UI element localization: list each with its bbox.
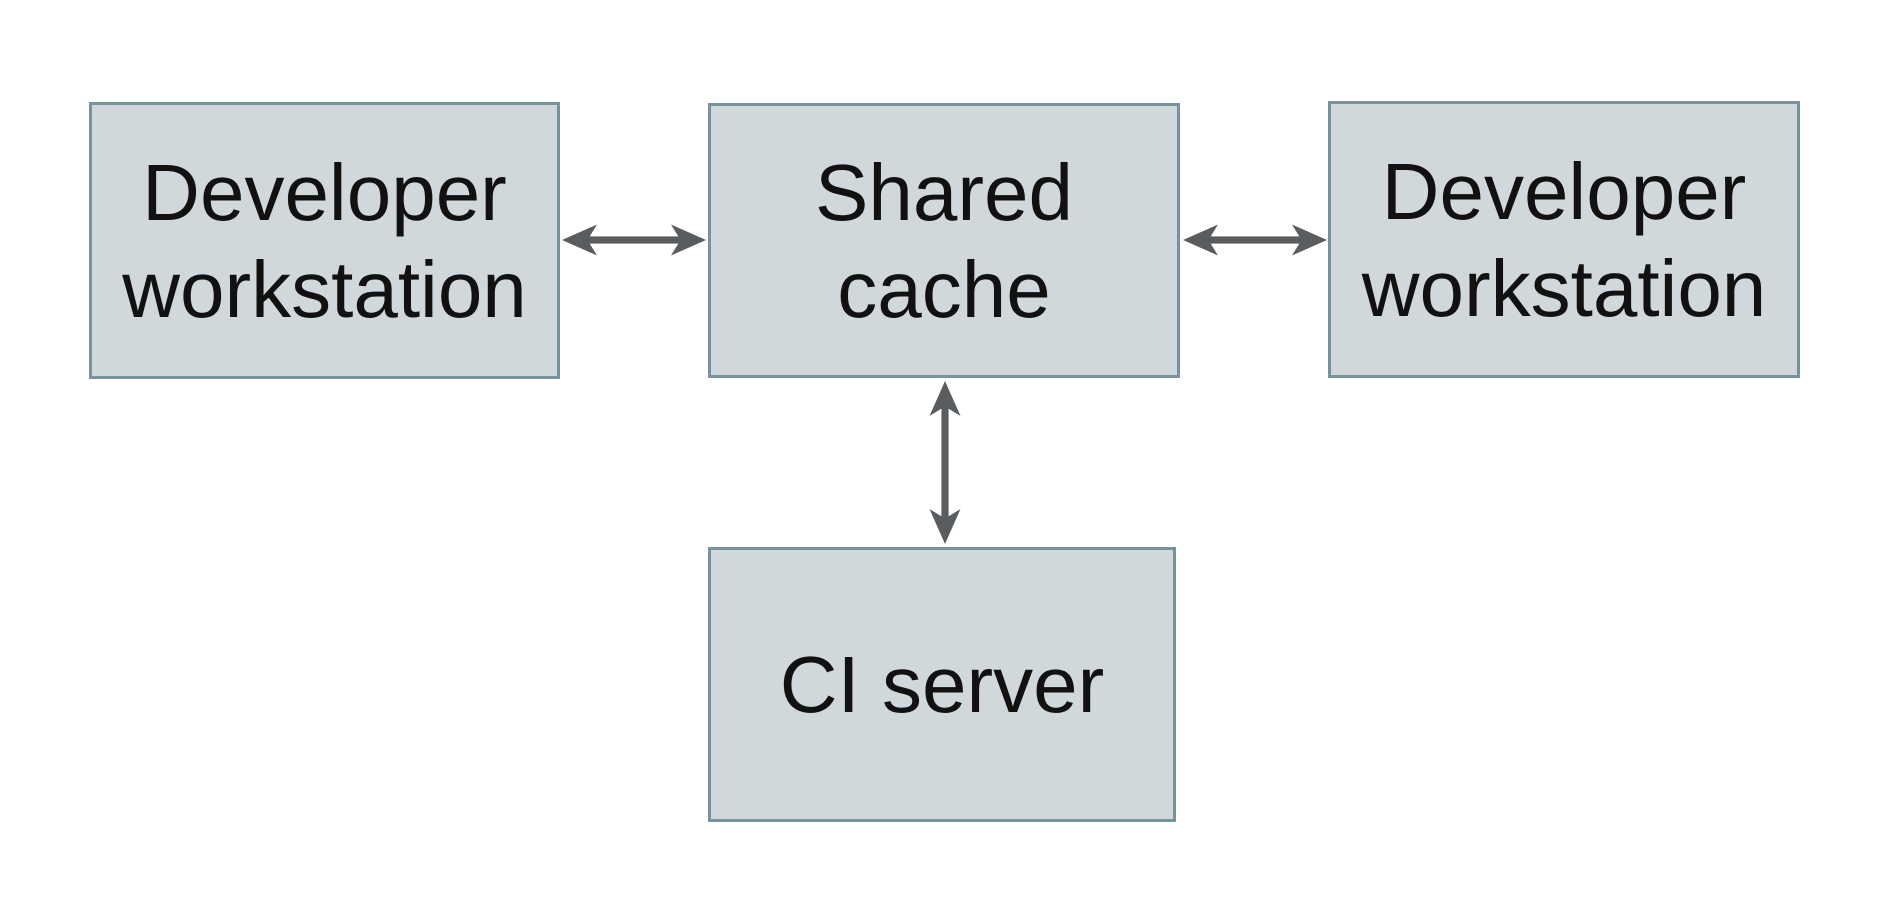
node-shared-cache: Shared cache <box>708 103 1180 378</box>
node-label-line: workstation <box>122 244 527 334</box>
node-label-line: Developer <box>1381 146 1747 236</box>
node-label-line: Shared <box>815 147 1073 237</box>
double-arrow-horizontal-icon <box>562 224 706 256</box>
node-label-line: CI server <box>779 640 1105 729</box>
node-developer-workstation-left: Developer workstation <box>89 102 560 379</box>
node-label-line: cache <box>837 244 1051 334</box>
node-developer-workstation-right: Developer workstation <box>1328 101 1800 378</box>
double-arrow-vertical-icon <box>929 381 961 544</box>
node-ci-server: CI server <box>708 547 1176 822</box>
double-arrow-horizontal-icon <box>1183 224 1327 256</box>
node-label-line: workstation <box>1361 243 1767 333</box>
node-label-line: Developer <box>142 147 507 237</box>
